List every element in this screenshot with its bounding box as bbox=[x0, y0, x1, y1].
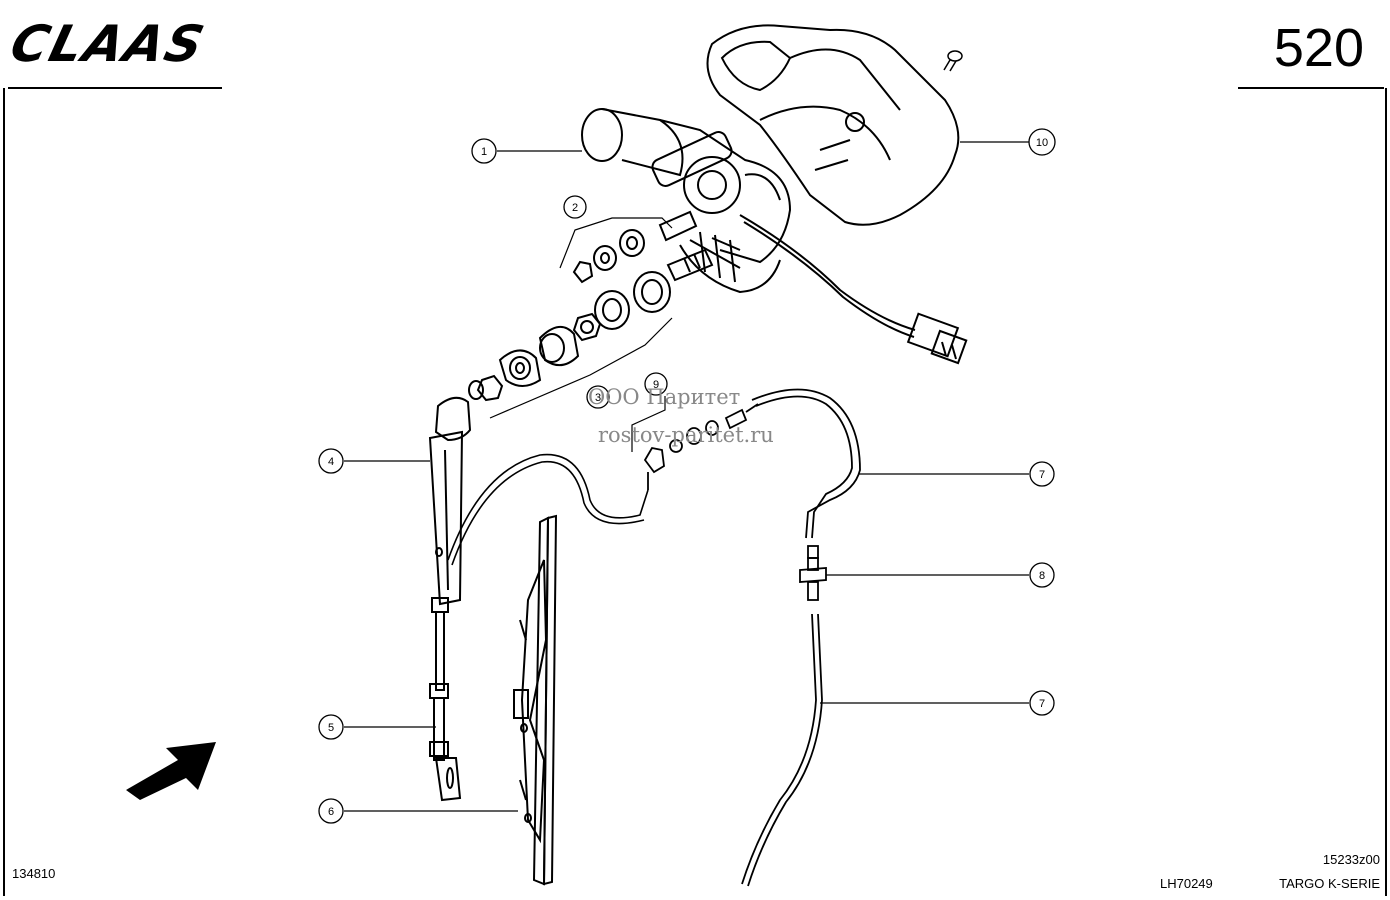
callout-1: 1 bbox=[471, 138, 497, 164]
svg-text:9: 9 bbox=[653, 379, 659, 391]
callout-2: 2 bbox=[563, 195, 587, 219]
part-wiper-motor bbox=[581, 108, 792, 294]
svg-text:3: 3 bbox=[595, 392, 601, 404]
callout-9: 9 bbox=[644, 372, 668, 396]
callout-7-upper: 7 bbox=[1029, 461, 1055, 487]
part-arm-hose bbox=[447, 453, 649, 566]
callout-4: 4 bbox=[318, 448, 344, 474]
leader-bracket-9 bbox=[631, 396, 666, 452]
callout-8: 8 bbox=[1029, 562, 1055, 588]
callout-6: 6 bbox=[318, 798, 344, 824]
part-hose-connector bbox=[799, 545, 827, 601]
callout-leaders bbox=[344, 141, 1029, 812]
callout-7-lower: 7 bbox=[1029, 690, 1055, 716]
leader-bracket-3 bbox=[489, 317, 673, 419]
part-motor-cable bbox=[739, 214, 968, 365]
part-washer-hose bbox=[741, 388, 861, 887]
arrow-icon bbox=[126, 742, 216, 800]
svg-text:8: 8 bbox=[1039, 570, 1045, 582]
part-wiper-arm bbox=[428, 396, 472, 802]
page-number: 520 bbox=[1273, 18, 1364, 78]
watermark-url: rostov-paritet.ru bbox=[598, 423, 774, 447]
callout-5: 5 bbox=[318, 714, 344, 740]
svg-text:6: 6 bbox=[328, 806, 334, 818]
callout-10: 10 bbox=[1028, 128, 1056, 156]
svg-text:5: 5 bbox=[328, 722, 334, 734]
part-bushing-set bbox=[468, 271, 671, 402]
footer-series: TARGO K-SERIE bbox=[1279, 876, 1380, 891]
callout-3: 3 bbox=[586, 385, 610, 409]
part-motor-cover bbox=[706, 24, 960, 226]
part-wiper-blade bbox=[513, 514, 558, 886]
watermark-company: ООО Паритет bbox=[588, 385, 741, 409]
svg-text:2: 2 bbox=[572, 202, 578, 214]
svg-text:7: 7 bbox=[1039, 469, 1045, 481]
svg-text:10: 10 bbox=[1036, 137, 1048, 149]
svg-text:7: 7 bbox=[1039, 698, 1045, 710]
svg-text:4: 4 bbox=[328, 456, 334, 468]
footer-drawing-code: 15233z00 bbox=[1322, 852, 1380, 867]
leader-bracket-2 bbox=[559, 217, 673, 269]
svg-text:1: 1 bbox=[481, 146, 487, 158]
footer-ref-code: LH70249 bbox=[1160, 876, 1213, 891]
part-cover-screw bbox=[943, 50, 963, 72]
part-washer-set-small bbox=[572, 229, 645, 284]
footer-left-code: 134810 bbox=[12, 866, 56, 881]
